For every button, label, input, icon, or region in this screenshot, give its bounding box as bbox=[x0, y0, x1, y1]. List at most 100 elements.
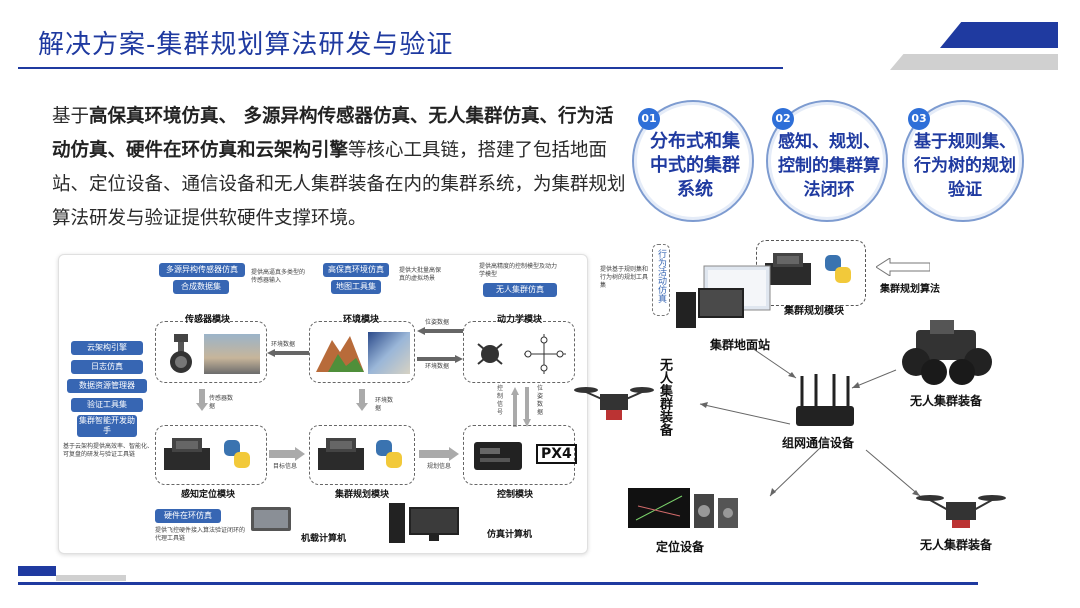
perception-module-box bbox=[155, 425, 267, 485]
tag-db: 数据资源管理器 bbox=[67, 379, 147, 393]
intro-paragraph: 基于高保真环境仿真、 多源异构传感器仿真、无人集群仿真、行为活动仿真、硬件在环仿… bbox=[52, 100, 627, 236]
arrow-bidirectional bbox=[511, 387, 531, 427]
sim-computer-icon bbox=[389, 503, 459, 543]
flow-pose-1: 位姿数据 bbox=[425, 319, 450, 326]
gimbal-camera-icon bbox=[170, 334, 192, 373]
flow-ctrl-signal: 控制信号 bbox=[497, 385, 504, 416]
note-env: 提供大批量高保真的虚拟场景 bbox=[399, 267, 442, 282]
intro-bold-1: 高保真环境仿真、 多源异构传感器仿真、无人集群仿真、 bbox=[89, 106, 558, 127]
dyn-module-box bbox=[463, 321, 575, 383]
tag-verify: 验证工具集 bbox=[71, 398, 143, 412]
drone-dynamics-icon bbox=[477, 334, 566, 374]
circle-number: 02 bbox=[772, 108, 794, 130]
compute-board-icon bbox=[765, 253, 811, 285]
sensor-module-box bbox=[155, 321, 267, 383]
tag-log: 日志仿真 bbox=[71, 360, 143, 374]
footer-band-dark bbox=[18, 566, 56, 576]
tag-hifi-env: 高保真环境仿真 bbox=[323, 263, 389, 277]
dyn-module-label: 动力学模块 bbox=[497, 315, 543, 325]
note-cloud: 基于云架构提供高效率、智能化、可复盘的研发与验证工具链 bbox=[63, 443, 154, 458]
tag-intel: 集群智能开发助手 bbox=[77, 415, 137, 437]
behavior-sim-tag: 行为活动仿真 bbox=[652, 244, 670, 316]
circle-text: 基于规则集、行为树的规划验证 bbox=[914, 132, 1016, 200]
px4-logo: PX4 bbox=[536, 444, 577, 464]
planning-module-label: 集群规划模块 bbox=[335, 490, 390, 500]
python-logo-icon bbox=[825, 255, 851, 283]
flow-env-data: 环境数据 bbox=[271, 341, 296, 348]
tag-map-tool: 地图工具集 bbox=[331, 280, 381, 294]
python-logo-icon bbox=[224, 440, 250, 468]
flow-env-data-down: 环境数据 bbox=[375, 397, 394, 412]
flight-controller-icon bbox=[474, 442, 522, 470]
behavior-sim-label: 行为活动仿真 bbox=[656, 249, 666, 303]
locator-icon bbox=[628, 488, 738, 528]
env-module-box bbox=[309, 321, 415, 383]
tag-synth-data: 合成数据集 bbox=[173, 280, 229, 294]
locator-label: 定位设备 bbox=[656, 540, 705, 554]
tag-cloud: 云架构引擎 bbox=[71, 341, 143, 355]
footer-line bbox=[18, 582, 978, 585]
feature-circle-2: 02 感知、规划、控制的集群算法闭环 bbox=[766, 100, 888, 222]
arrow-right bbox=[419, 447, 459, 461]
sim-computer-label: 仿真计算机 bbox=[487, 530, 533, 540]
circle-text: 感知、规划、控制的集群算法闭环 bbox=[778, 132, 880, 200]
control-module-box: PX4 bbox=[463, 425, 577, 485]
env-module-label: 环境模块 bbox=[343, 315, 380, 325]
ground-station-icon bbox=[676, 265, 771, 328]
router-icon bbox=[796, 374, 854, 426]
flow-target: 目标信息 bbox=[273, 463, 298, 470]
tag-hil: 硬件在环仿真 bbox=[155, 509, 221, 523]
note-sensor: 提供高逼真多类型的传感器输入 bbox=[251, 269, 306, 284]
header-band-dark bbox=[940, 22, 1058, 48]
compute-board-icon bbox=[164, 438, 210, 470]
arrow-left bbox=[417, 327, 463, 335]
feature-circle-1: 01 分布式和集中式的集群系统 bbox=[632, 100, 754, 222]
title-divider bbox=[18, 67, 783, 69]
architecture-diagram: 多源异构传感器仿真 合成数据集 提供高逼真多类型的传感器输入 高保真环境仿真 地… bbox=[58, 254, 588, 554]
arrow-left-large bbox=[876, 258, 930, 276]
arrow-down bbox=[356, 389, 368, 411]
swarm-top-label: 无人集群装备 bbox=[910, 394, 983, 408]
flow-pose-3: 位姿数据 bbox=[537, 385, 544, 416]
intro-text-2: 等核心工具链，搭建了包括地面站、定位设备、通信设备和无人集群装备在内的集群系统，… bbox=[52, 140, 626, 229]
onboard-computer-icon bbox=[251, 507, 291, 531]
perception-module-label: 感知定位模块 bbox=[181, 490, 236, 500]
connection-lines bbox=[699, 347, 921, 497]
ground-station-label: 集群地面站 bbox=[710, 338, 771, 352]
flow-env-data-2: 环境数据 bbox=[425, 363, 450, 370]
arrow-down bbox=[196, 389, 208, 411]
circle-number: 01 bbox=[638, 108, 660, 130]
street-image bbox=[204, 334, 260, 374]
planning-module-box bbox=[309, 425, 415, 485]
footer-band-grey bbox=[56, 575, 126, 581]
arrow-right bbox=[269, 447, 305, 461]
sensor-module-label: 传感器模块 bbox=[185, 315, 231, 325]
note-dyn: 提供高精度的控制模型及动力学模型 bbox=[479, 263, 558, 278]
intro-text-1: 基于 bbox=[52, 106, 90, 127]
intro-bold-2: 行为活动仿真、硬件在环仿真和云架构引擎 bbox=[52, 106, 614, 161]
compute-board-icon bbox=[318, 438, 364, 470]
terrain-icon bbox=[316, 336, 364, 372]
python-logo-icon bbox=[376, 440, 402, 468]
page-title: 解决方案-集群规划算法研发与验证 bbox=[38, 30, 454, 60]
flow-sensor-data: 传感器数据 bbox=[209, 395, 234, 410]
header-band-grey bbox=[890, 54, 1058, 70]
arrow-left bbox=[267, 349, 309, 357]
right-plan-module-box bbox=[756, 240, 866, 306]
satellite-map-image bbox=[368, 332, 410, 374]
note-hil: 提供飞控硬件接入算法验证闭环的代理工具链 bbox=[155, 527, 246, 542]
circle-number: 03 bbox=[908, 108, 930, 130]
flow-plan-info: 规划信息 bbox=[427, 463, 452, 470]
right-plan-module-label: 集群规划模块 bbox=[784, 306, 844, 317]
control-module-label: 控制模块 bbox=[497, 490, 534, 500]
swarm-bottom-label: 无人集群装备 bbox=[920, 538, 993, 552]
swarm-drone-icon-2 bbox=[916, 495, 1006, 528]
plan-algo-label: 集群规划算法 bbox=[880, 284, 940, 295]
router-label: 组网通信设备 bbox=[782, 436, 855, 450]
circle-text: 分布式和集中式的集群系统 bbox=[650, 131, 740, 200]
feature-circle-3: 03 基于规则集、行为树的规划验证 bbox=[902, 100, 1024, 222]
swarm-drone-icon bbox=[574, 387, 654, 420]
arrow-right bbox=[417, 355, 463, 363]
rule-note: 提供基于规则集和行为树的规划工具集 bbox=[600, 266, 649, 289]
tag-swarm-sim: 无人集群仿真 bbox=[483, 283, 557, 297]
